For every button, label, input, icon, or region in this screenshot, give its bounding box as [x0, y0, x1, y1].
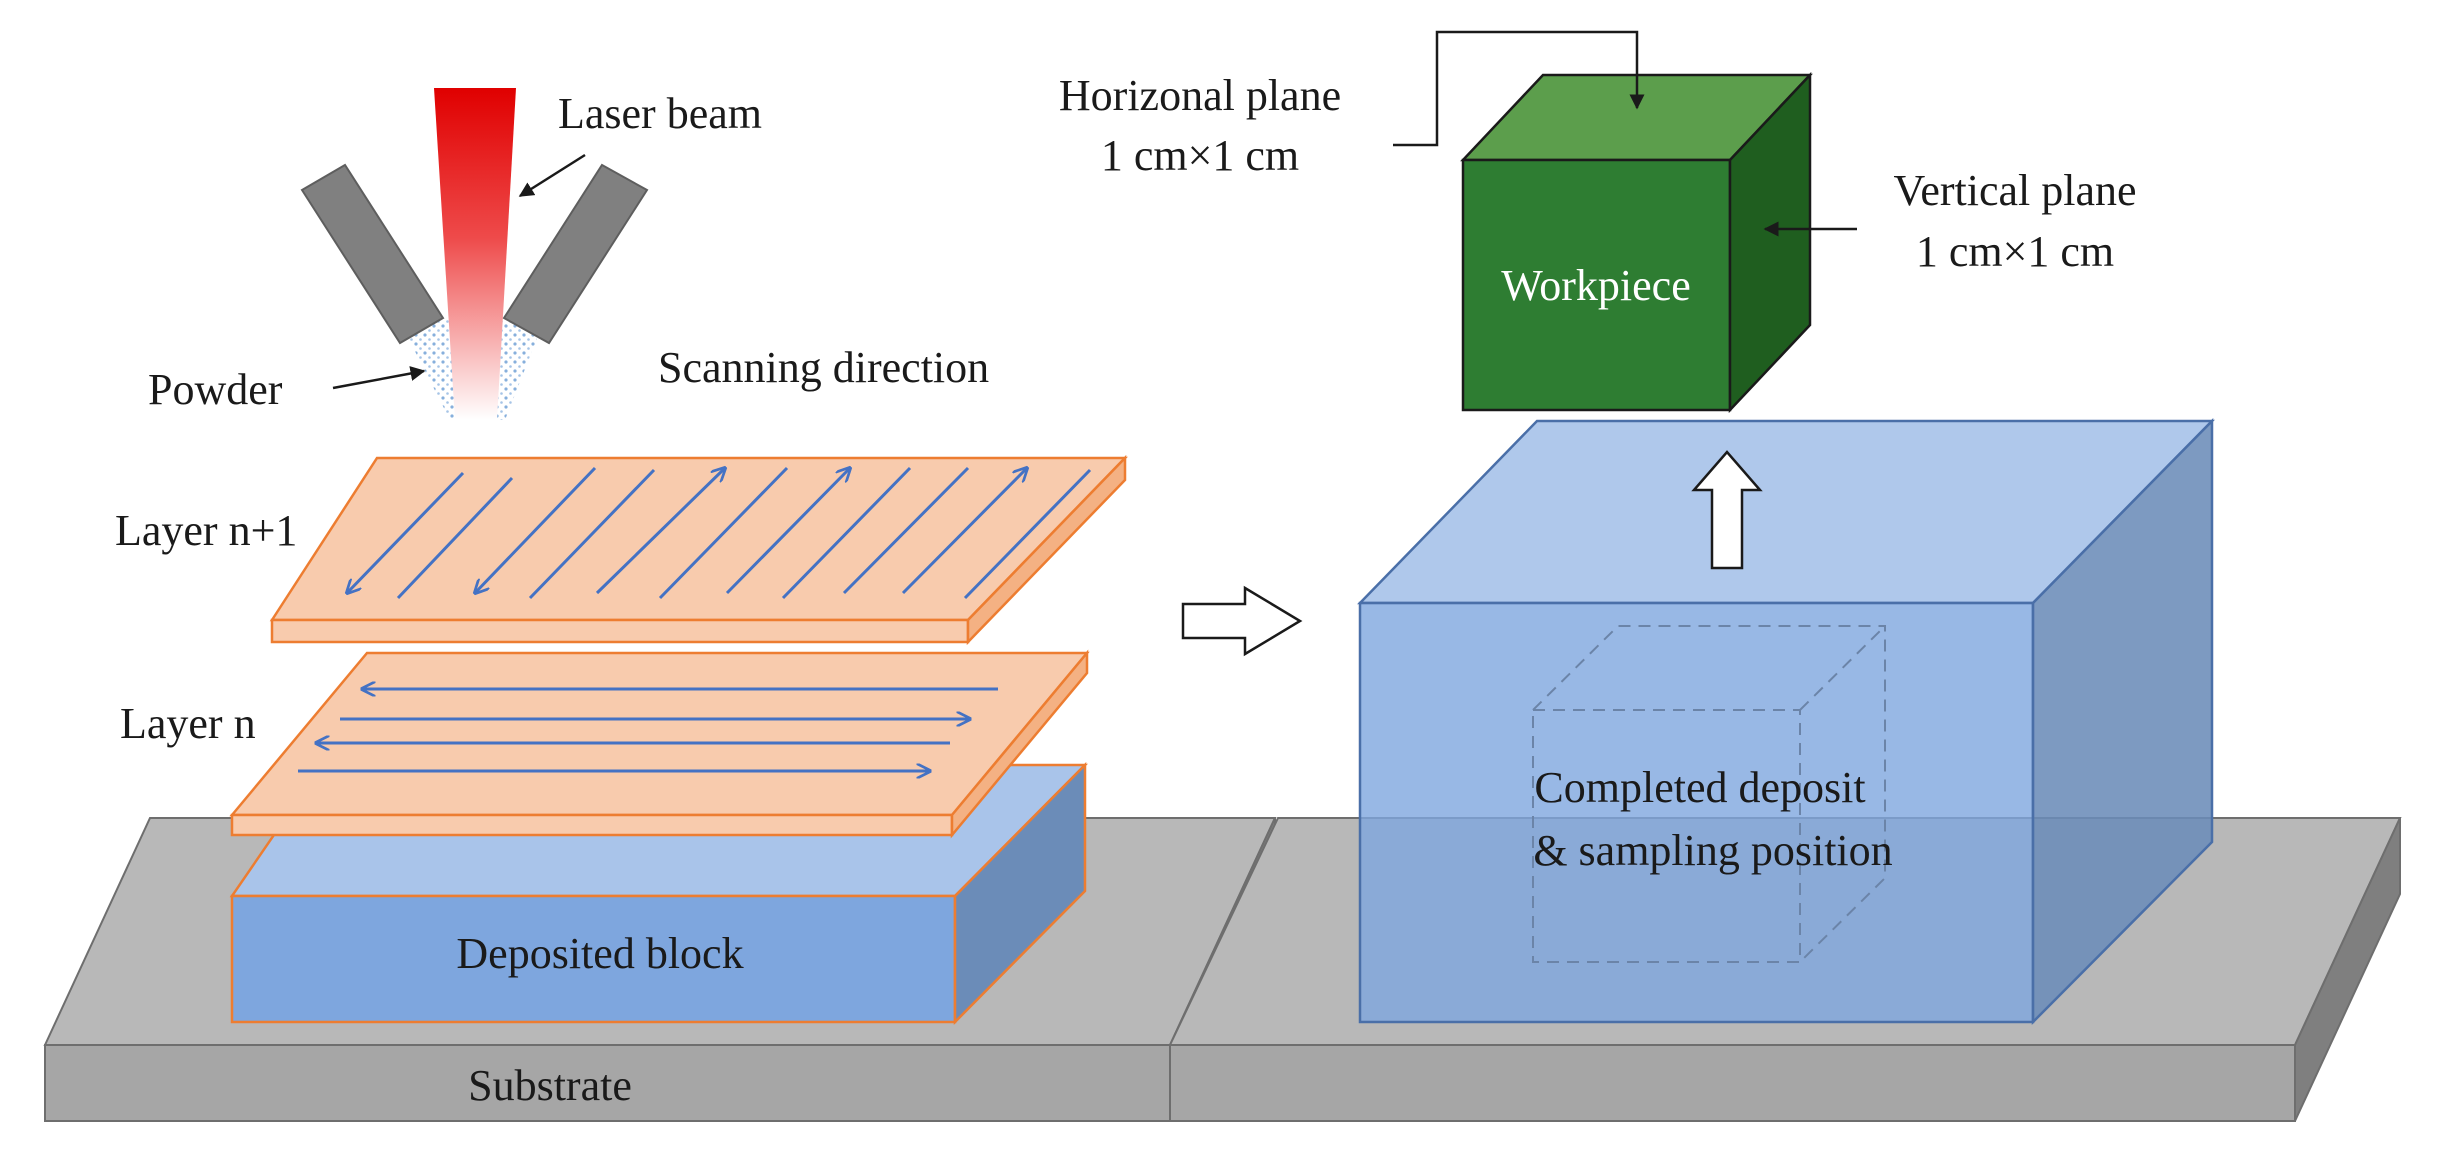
scan-arrow — [781, 466, 912, 600]
powder-label: Powder — [148, 365, 283, 414]
sampling-cube-back — [1532, 625, 1886, 963]
completed-deposit — [1357, 417, 2215, 1026]
layer-n-plus-1-label: Layer n+1 — [115, 506, 297, 555]
substrate-side-right — [2294, 817, 2401, 1122]
workpiece-side — [1728, 71, 1812, 414]
layer-n-label: Layer n — [120, 699, 256, 748]
laser-beam-pointer — [518, 153, 586, 198]
vertical-plane-size: 1 cm×1 cm — [1916, 227, 2114, 276]
laser-beam-label: Laser beam — [558, 89, 762, 138]
completed-deposit-title: Completed deposit — [1534, 763, 1865, 812]
deposited-block-label: Deposited block — [456, 929, 743, 978]
workpiece-cube: Workpiece — [1460, 71, 1813, 414]
layer-n-top — [229, 651, 1090, 817]
scan-arrow — [842, 466, 970, 595]
scan-arrow — [347, 471, 465, 593]
sampling-cube-dashed — [1532, 625, 1886, 963]
substrate-front-right — [1169, 1044, 2296, 1122]
scan-arrow — [475, 466, 597, 593]
scan-arrow — [901, 468, 1027, 595]
deposition-head — [300, 88, 649, 420]
substrate-label: Substrate — [468, 1061, 632, 1110]
deposit-side — [2031, 417, 2214, 1026]
scan-arrow — [595, 468, 725, 595]
layer-n1-front — [270, 618, 970, 644]
right-panel: Workpiece Horizonal plane 1 cm×1 cm Vert… — [1059, 30, 2402, 1122]
left-panel: Laser beam Powder Scanning direction Lay… — [43, 88, 1277, 1122]
left-nozzle — [300, 163, 445, 345]
horizontal-plane-title: Horizonal plane — [1059, 71, 1341, 120]
layer-n1-side — [966, 454, 1127, 646]
layer-n1-scan-arrows — [347, 466, 1092, 600]
lift-arrow — [1691, 450, 1763, 570]
scan-arrow — [658, 466, 789, 600]
scan-arrow — [396, 476, 514, 600]
vertical-plane-title: Vertical plane — [1893, 166, 2136, 215]
horizontal-plane-leader — [1393, 30, 1645, 147]
scan-arrow — [725, 468, 850, 595]
right-nozzle — [502, 163, 649, 345]
deposit-front — [1358, 601, 2035, 1024]
layer-n-side — [950, 649, 1089, 839]
horizontal-plane-size: 1 cm×1 cm — [1101, 131, 1299, 180]
completed-deposit-subtitle: & sampling position — [1533, 826, 1892, 875]
scanning-direction-label: Scanning direction — [658, 343, 989, 392]
scan-arrow — [963, 468, 1092, 600]
layer-n-front — [230, 813, 954, 837]
layer-n-scan-arrows — [298, 689, 998, 771]
block-side — [953, 761, 1087, 1026]
layer-n-plus-1-plate — [269, 454, 1128, 646]
workpiece-label: Workpiece — [1501, 261, 1690, 310]
layer-n-plate — [229, 649, 1090, 839]
transition-arrow — [1181, 585, 1303, 657]
laser-beam — [434, 88, 516, 420]
scan-arrow — [528, 468, 656, 600]
sampling-cube-front — [1532, 709, 1801, 963]
powder-pointer — [332, 366, 426, 390]
